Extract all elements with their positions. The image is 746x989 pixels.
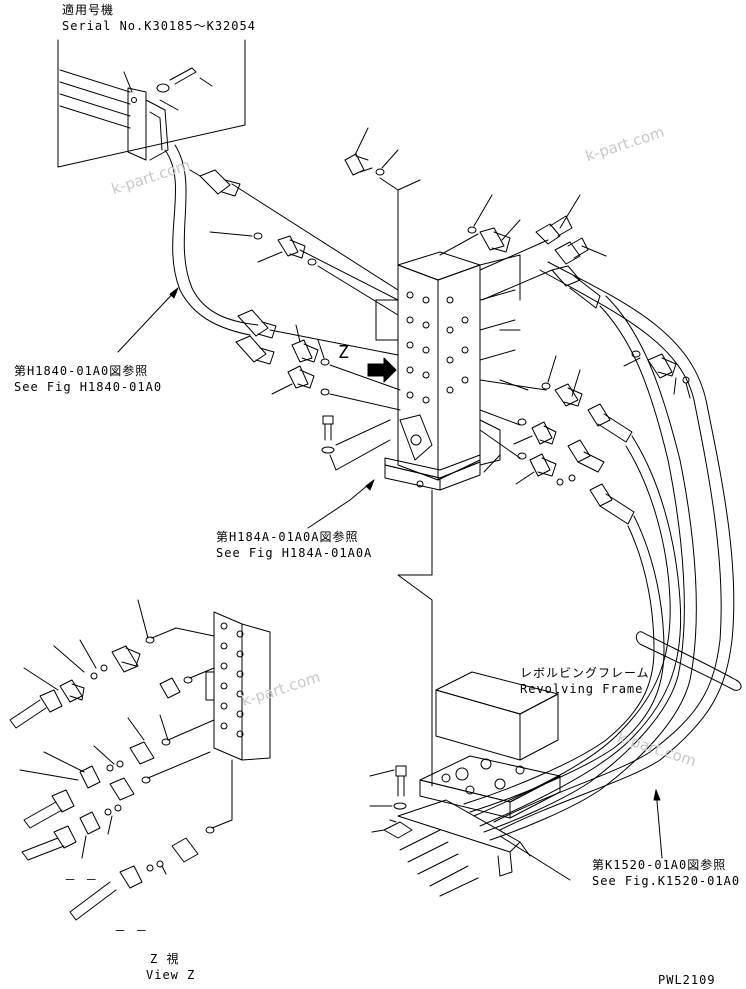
dash-mark-2: － － [114, 924, 149, 938]
view-z-jp-label: Z 視 [150, 952, 180, 966]
revolving-frame-part [370, 672, 560, 896]
ref-h184a-en: See Fig H184A-01A0A [216, 546, 373, 560]
hose-left [165, 145, 258, 335]
frame-jp-label: レボルビングフレーム [520, 666, 650, 680]
ref-k1520-jp: 第K1520-01A0図参照 [592, 858, 727, 872]
ref-h184a-jp: 第H184A-01A0A図参照 [216, 530, 359, 544]
dash-mark-1: － － [64, 873, 99, 887]
inset-applicable-label: 適用号機 [62, 3, 115, 17]
view-z-arrow [368, 358, 396, 382]
ref-k1520-en: See Fig.K1520-01A0 [592, 874, 741, 888]
connector-lines [398, 455, 570, 880]
fittings [190, 128, 690, 524]
ref-h1840-jp: 第H1840-01A0図参照 [14, 364, 149, 378]
leader-lines [232, 178, 552, 470]
drawing-code: PWL2109 [658, 973, 716, 987]
view-z-en-label: View Z [146, 968, 196, 982]
inset-detail [58, 40, 245, 167]
valve-block [385, 180, 520, 490]
ref-h1840-en: See Fig H1840-01A0 [14, 380, 163, 394]
hose-right [464, 262, 741, 840]
frame-en-label: Revolving Frame [520, 682, 644, 696]
inset-serial-label: Serial No.K30185～K32054 [62, 19, 256, 33]
reference-leaders [118, 288, 662, 858]
valve-ports [407, 292, 468, 403]
view-z-detail [10, 600, 270, 920]
view-z-marker: Z [338, 342, 350, 363]
